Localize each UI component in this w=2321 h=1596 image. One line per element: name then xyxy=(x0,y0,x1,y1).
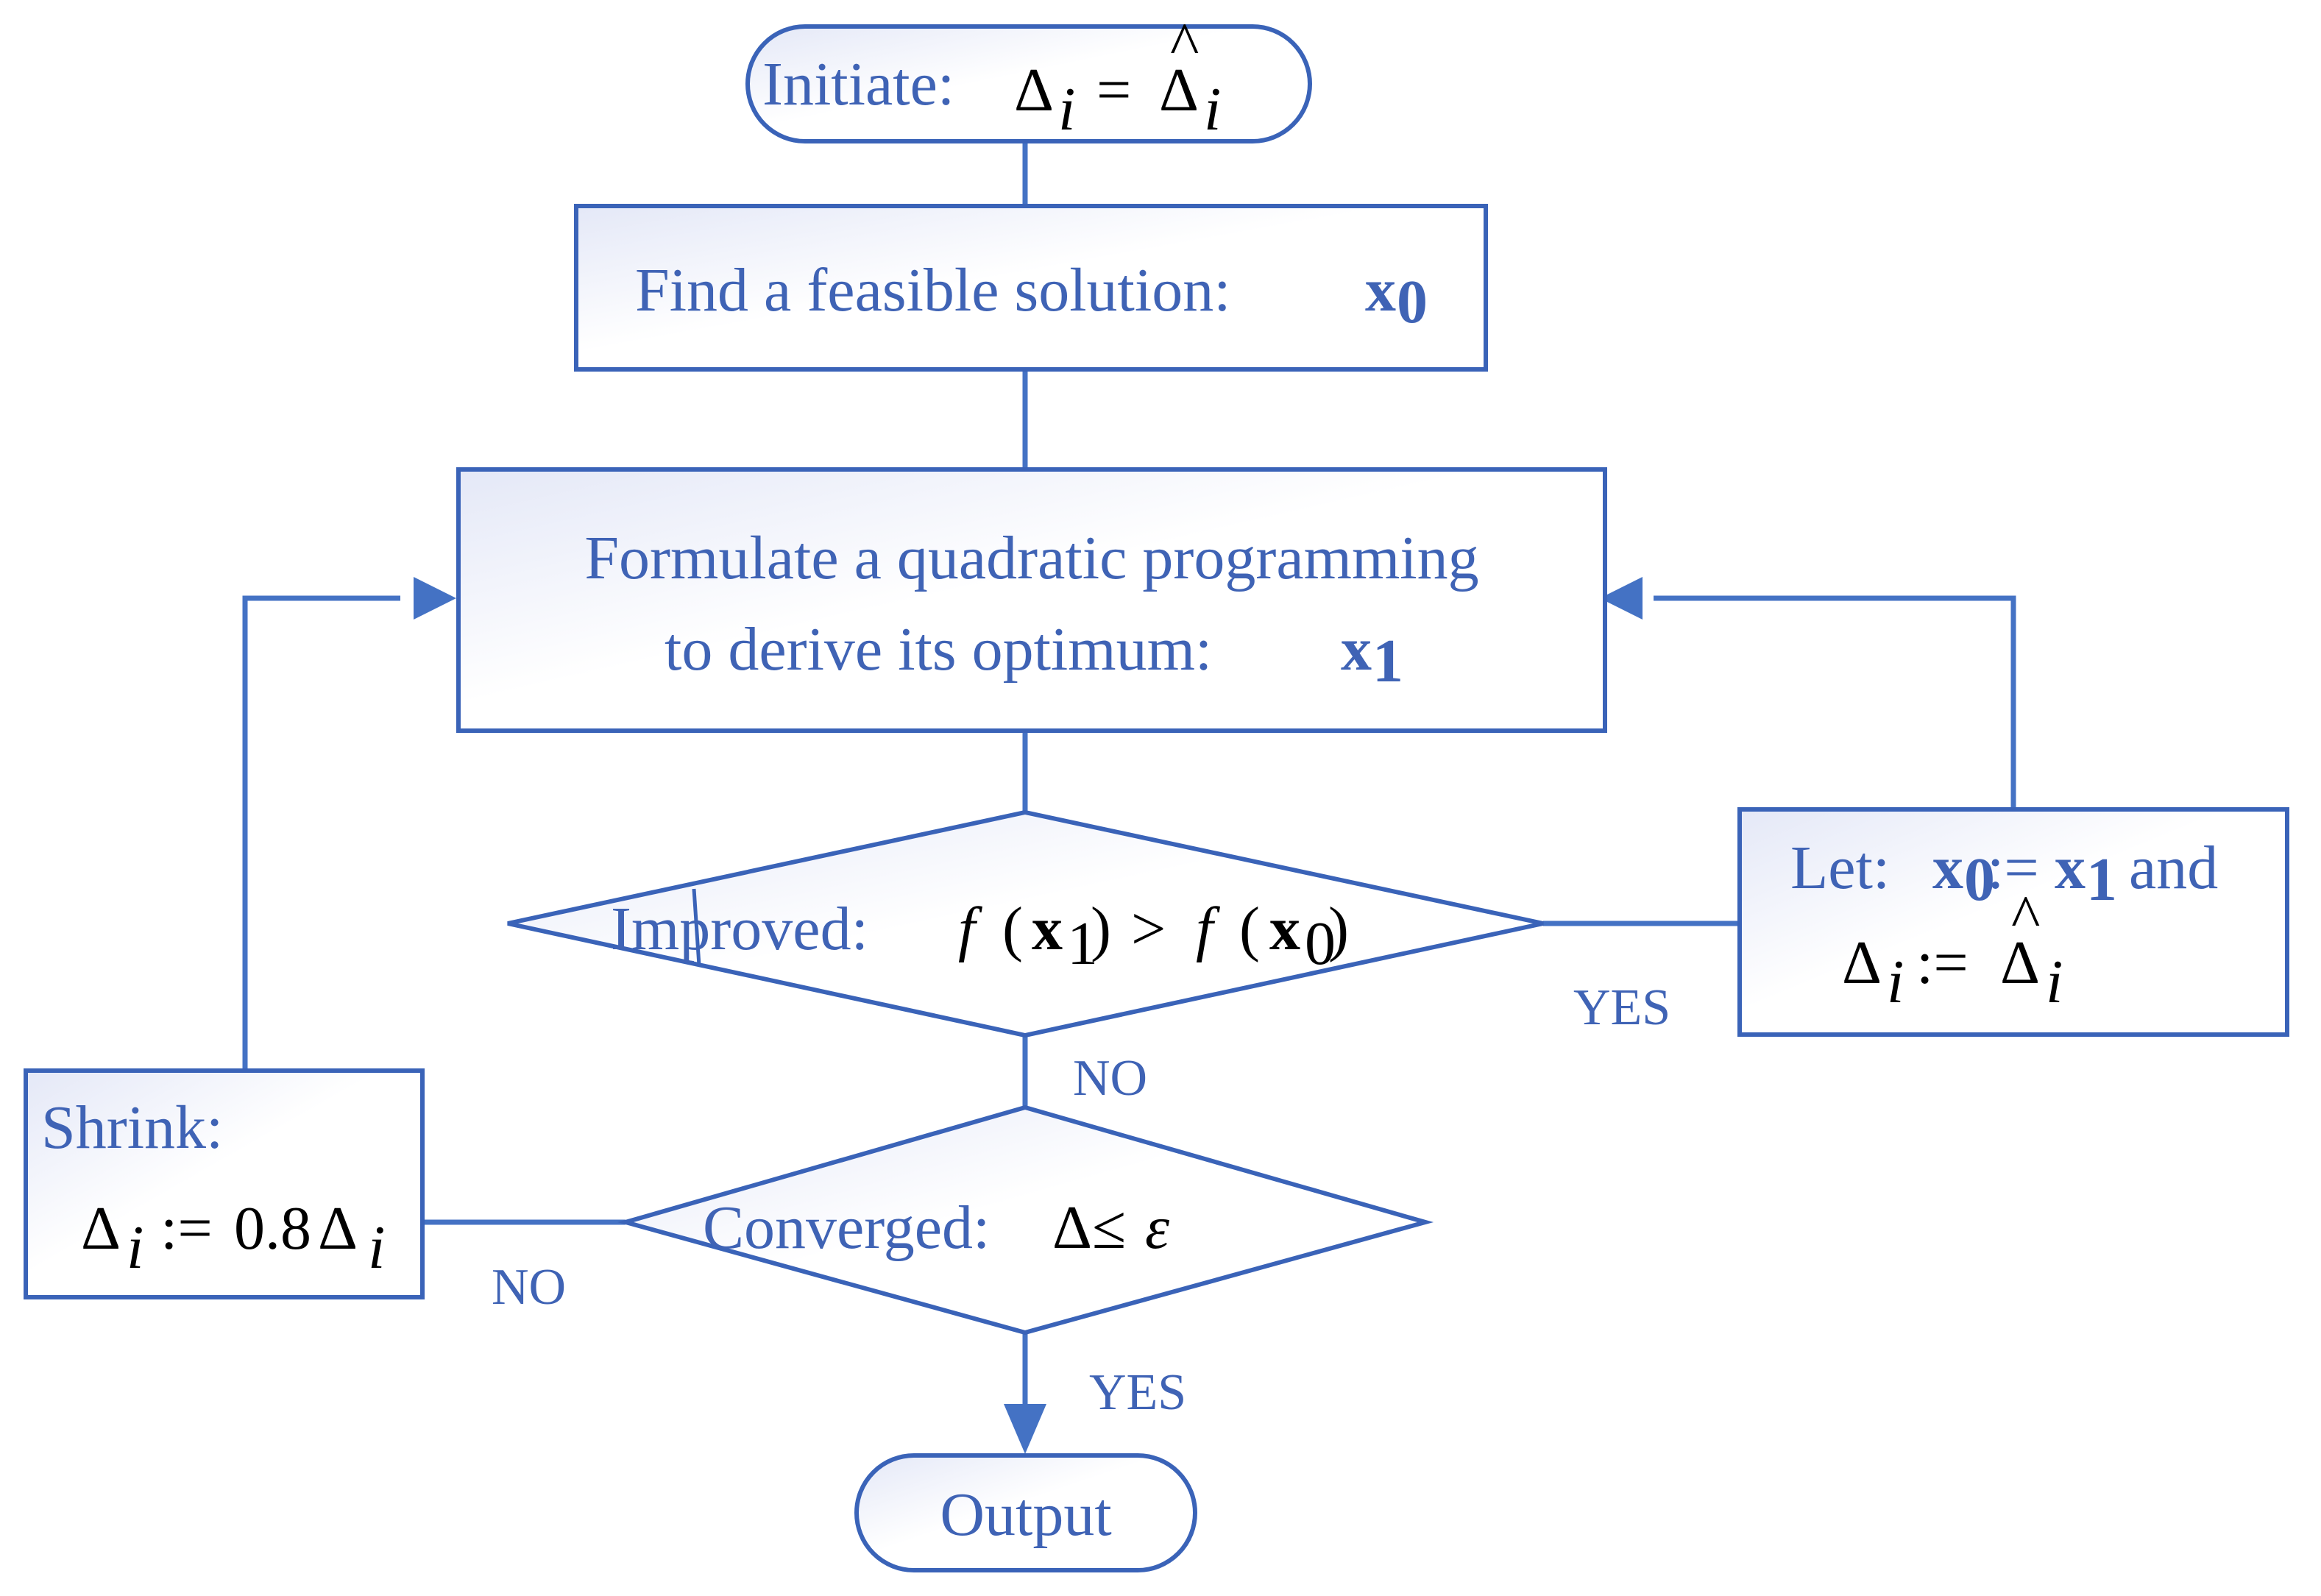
initiate-label: Initiate: xyxy=(762,50,954,118)
shrink-sub-i: i xyxy=(127,1213,143,1282)
formulate-sub: 1 xyxy=(1372,627,1403,695)
edge-shrink-back-to-formulate xyxy=(242,595,400,1071)
improved-paren1-open: ( xyxy=(1002,895,1023,963)
edge-let-back-to-formulate xyxy=(1654,595,2016,809)
arrowhead-left xyxy=(1600,577,1643,620)
output-label: Output xyxy=(940,1480,1111,1549)
connectors xyxy=(242,141,2016,1405)
arrowhead-right xyxy=(414,577,456,620)
shrink-coef: 0.8 xyxy=(234,1194,311,1263)
find-var: x xyxy=(1365,256,1396,324)
formulate-var: x xyxy=(1341,615,1372,684)
initiate-sub-i: i xyxy=(1058,75,1075,143)
initiate-delta-hat-base: Δ xyxy=(1159,56,1199,124)
shrink-assign: := xyxy=(160,1194,213,1263)
converged-epsilon: ε xyxy=(1145,1194,1170,1262)
node-find-feasible: Find a feasible solution: x 0 xyxy=(574,204,1488,372)
node-improved-decision: Improved: f ( x 1 ) > f ( x 0 ) xyxy=(507,809,1544,1038)
formulate-line1: Formulate a quadratic programming xyxy=(584,524,1478,592)
converged-expr: Δ≤ xyxy=(1052,1194,1126,1262)
let-assign2: := xyxy=(1916,929,1969,997)
improved-sub1: 1 xyxy=(1067,909,1098,978)
shrink-label: Shrink: xyxy=(41,1093,223,1162)
improved-gt: > xyxy=(1131,895,1166,963)
let-hat: ^ xyxy=(2011,883,2040,951)
let-sub0: 0 xyxy=(1964,845,1995,914)
edge-labels: YES NO NO YES xyxy=(492,979,1670,1421)
improved-paren2-close: ) xyxy=(1328,895,1349,963)
node-let-update: Let: x 0 := x 1 and Δ i := Δ ^ i xyxy=(1737,807,2289,1037)
node-shrink: Shrink: Δ i := 0.8 Δ i xyxy=(24,1068,425,1299)
let-sub1: 1 xyxy=(2086,845,2117,914)
shrink-sub-i2: i xyxy=(368,1213,385,1282)
let-label: Let: xyxy=(1790,834,1890,902)
let-delta: Δ xyxy=(1842,929,1882,997)
let-sub-i: i xyxy=(1887,948,1904,1016)
let-x1: x xyxy=(2055,834,2086,902)
node-output: Output xyxy=(854,1453,1197,1572)
improved-paren2-open: ( xyxy=(1239,895,1260,963)
initiate-hat-sub-i: i xyxy=(1204,75,1221,143)
initiate-delta: Δ xyxy=(1014,56,1054,124)
shrink-delta: Δ xyxy=(81,1194,121,1263)
let-x0: x xyxy=(1932,834,1963,902)
arrowhead-down xyxy=(1004,1404,1046,1454)
let-and: and xyxy=(2129,834,2218,902)
initiate-hat: ^ xyxy=(1170,10,1199,79)
edge-label-improved-yes: YES xyxy=(1573,979,1670,1036)
let-hat-sub-i: i xyxy=(2046,948,2063,1016)
formulate-line2: to derive its optimum: xyxy=(665,615,1212,684)
find-sub: 0 xyxy=(1397,268,1428,336)
let-delta-hat-base: Δ xyxy=(2000,929,2040,997)
shrink-delta2: Δ xyxy=(318,1194,358,1263)
improved-x1: x xyxy=(1032,895,1063,963)
initiate-equals: = xyxy=(1096,56,1131,124)
edge-label-converged-yes: YES xyxy=(1089,1364,1186,1421)
improved-label: Improved: xyxy=(611,895,868,963)
arrowheads xyxy=(414,577,1643,1454)
edge-label-converged-no: NO xyxy=(492,1259,566,1316)
converged-label: Converged: xyxy=(703,1194,990,1262)
node-formulate-qp: Formulate a quadratic programming to der… xyxy=(456,467,1607,733)
find-label: Find a feasible solution: xyxy=(635,256,1231,324)
node-converged-decision: Converged: Δ≤ ε xyxy=(617,1104,1434,1336)
let-assign: := xyxy=(1987,834,2039,902)
improved-paren1-close: ) xyxy=(1091,895,1111,963)
edge-label-improved-no: NO xyxy=(1073,1050,1147,1107)
improved-x0: x xyxy=(1269,895,1300,963)
node-initiate: Initiate: Δ i = Δ ^ i xyxy=(745,10,1312,143)
improved-edge-artifact xyxy=(692,888,701,966)
improved-sub0: 0 xyxy=(1305,909,1336,978)
